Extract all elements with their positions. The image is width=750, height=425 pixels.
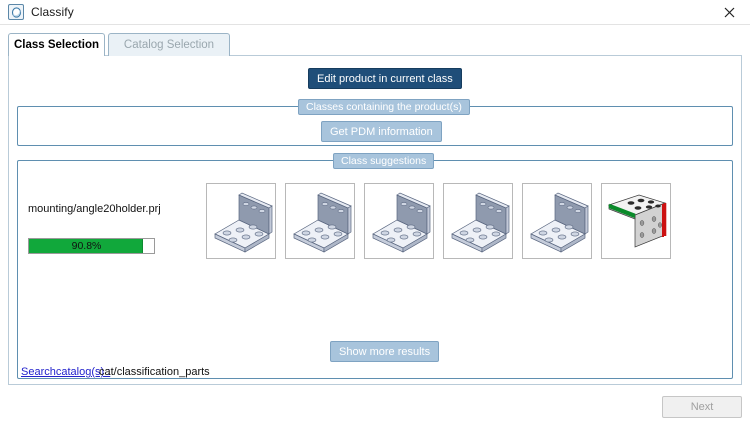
titlebar-divider (0, 24, 750, 25)
angle-bracket-thumb-4[interactable] (443, 183, 513, 259)
tab-catalog-selection-label: Catalog Selection (123, 39, 215, 51)
confidence-progress-fill (29, 239, 143, 253)
class-suggestions-legend-label: Class suggestions (341, 155, 427, 167)
show-more-results-button[interactable]: Show more results (330, 341, 440, 362)
tabstrip-underline (8, 55, 742, 56)
edit-product-button[interactable]: Edit product in current class (308, 68, 462, 89)
tab-class-selection-label: Class Selection (13, 39, 99, 51)
edit-product-button-label: Edit product in current class (317, 72, 453, 85)
classes-containing-legend: Classes containing the product(s) (298, 99, 470, 115)
show-more-results-button-label: Show more results (339, 345, 431, 358)
confidence-progress-label: 90.8% (71, 240, 102, 252)
window-title: Classify (31, 5, 74, 19)
search-catalogs-link[interactable]: Searchcatalog(s) : (21, 366, 111, 378)
tab-catalog-selection[interactable]: Catalog Selection (108, 33, 230, 56)
tab-class-selection[interactable]: Class Selection (8, 33, 105, 56)
tabstrip: Class Selection Catalog Selection (8, 33, 742, 56)
close-icon[interactable] (708, 0, 750, 24)
classes-containing-legend-label: Classes containing the product(s) (306, 101, 462, 113)
next-button[interactable]: Next (662, 396, 742, 418)
angle-bracket-thumb-5[interactable] (522, 183, 592, 259)
classify-icon (8, 4, 24, 20)
next-button-label: Next (690, 401, 714, 413)
angle-bracket-thumb-1[interactable] (206, 183, 276, 259)
title-bar: Classify (0, 0, 750, 24)
angle-bracket-thumb-3[interactable] (364, 183, 434, 259)
active-tab-mask (9, 55, 104, 56)
class-suggestions-legend: Class suggestions (333, 153, 435, 169)
angle-bracket-thumb-2[interactable] (285, 183, 355, 259)
angle-bracket-thumb-6[interactable] (601, 183, 671, 259)
catalog-path-value: cat/classification_parts (99, 366, 210, 378)
confidence-progress-bar: 90.8% (28, 238, 155, 254)
result-file-name: mounting/angle20holder.prj (28, 203, 161, 215)
get-pdm-information-button-label: Get PDM information (330, 125, 433, 138)
get-pdm-information-button[interactable]: Get PDM information (321, 121, 442, 142)
